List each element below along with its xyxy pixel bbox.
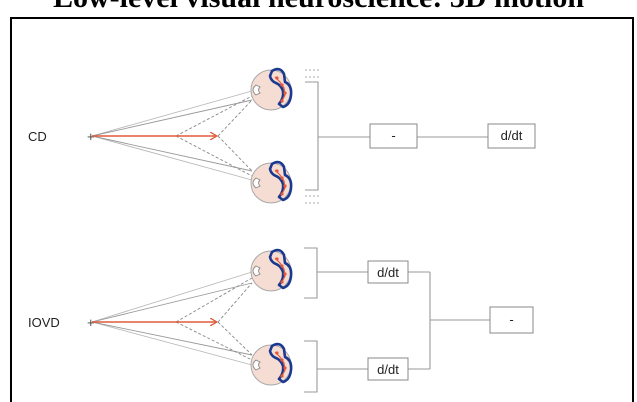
cd-difference-box <box>369 123 418 149</box>
cd-connector-wires <box>305 81 488 191</box>
cd-upper-eye-icon <box>249 67 293 112</box>
cd-fixation-cross: + <box>87 129 95 144</box>
iovd-upper-eye-icon <box>249 248 293 293</box>
cd-dotted-markers <box>305 69 320 204</box>
cd-panel: CD + - d/dt <box>28 67 536 205</box>
iovd-lower-derivative-box <box>367 357 409 381</box>
iovd-connector-wires <box>304 247 490 393</box>
cd-lower-eye-icon <box>249 160 293 205</box>
iovd-lower-derivative-label: d/dt <box>377 362 399 377</box>
cd-dashed-rays <box>175 95 253 177</box>
iovd-difference-label: - <box>509 312 513 327</box>
cd-label: CD <box>28 129 47 144</box>
iovd-difference-box <box>489 306 534 334</box>
iovd-dashed-rays <box>175 277 253 361</box>
frame-right-border <box>632 17 634 402</box>
page-title: Low-level visual neuroscience: 3D motion <box>0 0 637 15</box>
frame-top-border <box>10 17 634 19</box>
iovd-fixation-cross: + <box>87 315 95 330</box>
iovd-panel: IOVD + d/dt d/dt <box>28 247 534 393</box>
iovd-label: IOVD <box>28 315 60 330</box>
frame-left-border <box>10 17 12 402</box>
iovd-upper-derivative-label: d/dt <box>377 265 399 280</box>
iovd-sight-lines <box>91 271 253 366</box>
cd-derivative-label: d/dt <box>501 128 523 143</box>
iovd-upper-derivative-box <box>367 260 409 284</box>
cd-sight-lines <box>91 90 253 181</box>
iovd-lower-eye-icon <box>249 342 293 387</box>
cd-derivative-box <box>487 123 536 149</box>
cd-difference-label: - <box>391 128 395 143</box>
